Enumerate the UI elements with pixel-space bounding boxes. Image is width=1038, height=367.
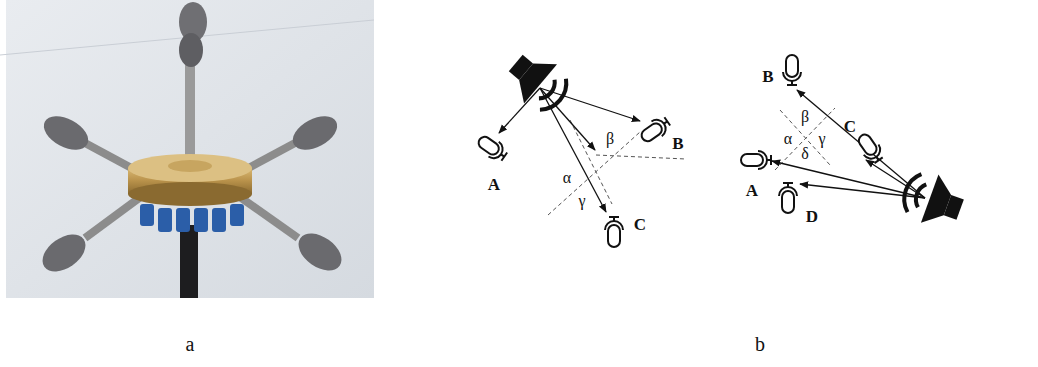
speaker-symbol xyxy=(897,166,969,234)
sketch-four-mics xyxy=(741,55,969,234)
angle-symbol: γ xyxy=(578,193,585,209)
sound-path xyxy=(772,161,925,198)
arms xyxy=(85,40,298,238)
microphone-symbol xyxy=(854,131,886,166)
sound-paths xyxy=(772,90,925,198)
dashed-axes xyxy=(775,108,835,170)
microphone-symbol xyxy=(605,217,623,247)
mic-letter: A xyxy=(488,176,500,193)
hub-cap xyxy=(168,160,212,172)
angle-symbol: α xyxy=(784,131,792,147)
angle-symbol: α xyxy=(563,170,571,186)
mic-capsule xyxy=(36,227,93,279)
panel-label: a xyxy=(186,334,195,354)
connector xyxy=(158,208,172,232)
microphone-symbol xyxy=(638,114,673,146)
sketch-three-mics xyxy=(475,43,686,247)
mic-capsules xyxy=(36,2,349,279)
angle-symbol: β xyxy=(606,131,614,147)
dashed-axes xyxy=(548,120,686,215)
mic-letter: C xyxy=(844,118,856,135)
connector xyxy=(212,208,226,232)
hub xyxy=(128,154,252,206)
mic-letter: B xyxy=(762,68,773,85)
mast-pole xyxy=(180,225,198,298)
dashed-axis xyxy=(780,110,830,165)
dashed-axis xyxy=(596,155,686,159)
photo-background xyxy=(6,0,374,298)
microphone-symbol xyxy=(783,55,801,85)
sound-path xyxy=(797,90,925,198)
angle-symbol: β xyxy=(801,109,809,125)
dashed-axis xyxy=(775,108,835,170)
array-photo xyxy=(0,0,374,298)
mic-capsule xyxy=(292,226,349,278)
mic-capsule xyxy=(179,33,203,67)
hub-bottom xyxy=(128,182,252,206)
panel-label: b xyxy=(755,334,765,354)
sound-path xyxy=(499,88,540,133)
connector xyxy=(194,208,208,232)
connector xyxy=(176,208,190,232)
mic-capsule xyxy=(38,109,94,156)
angle-symbol: δ xyxy=(801,146,809,162)
sound-paths xyxy=(499,88,640,212)
microphone-symbol xyxy=(741,151,771,169)
dashed-axis xyxy=(570,120,612,204)
dashed-axis xyxy=(548,132,640,215)
connector xyxy=(230,204,244,226)
mic-letter: C xyxy=(634,216,646,233)
speaker-symbol xyxy=(499,43,576,119)
microphone-symbol xyxy=(475,132,510,164)
hub-top xyxy=(128,154,252,182)
mic-letter: D xyxy=(806,208,818,225)
connectors xyxy=(140,204,244,232)
mic-letter: B xyxy=(672,135,683,152)
microphone-symbol xyxy=(779,183,797,213)
mic-letter: A xyxy=(746,182,758,199)
mic-capsule xyxy=(287,109,343,156)
connector xyxy=(140,204,154,226)
angle-symbol: γ xyxy=(818,131,825,147)
